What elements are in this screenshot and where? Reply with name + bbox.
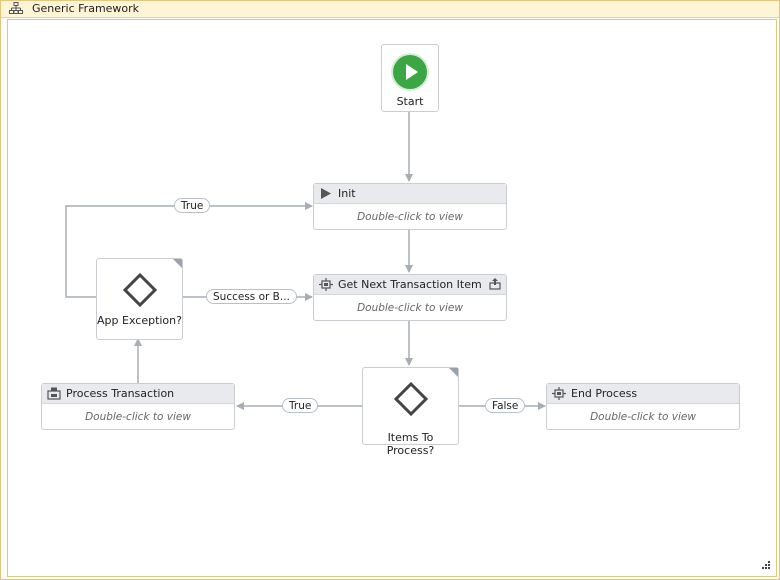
edge-label-success[interactable]: Success or B...	[206, 289, 297, 304]
start-label: Start	[396, 95, 424, 108]
process-transaction-title: Process Transaction	[66, 387, 175, 400]
activity-header: End Process	[547, 384, 739, 404]
resize-grip-icon[interactable]	[760, 561, 770, 571]
corner-marker	[173, 259, 182, 268]
sequence-play-icon	[321, 188, 331, 199]
process-transaction-activity[interactable]: Process Transaction Double-click to view	[41, 383, 235, 430]
end-process-activity[interactable]: End Process Double-click to view	[546, 383, 740, 430]
activity-header: Process Transaction	[42, 384, 234, 404]
init-title: Init	[338, 187, 356, 200]
decision-diamond-icon	[123, 273, 157, 307]
get-next-body: Double-click to view	[357, 302, 463, 314]
get-next-title: Get Next Transaction Item	[338, 278, 482, 291]
corner-marker	[449, 368, 458, 377]
window-title: Generic Framework	[32, 2, 140, 15]
edge-label-true-items[interactable]: True	[282, 398, 319, 413]
activity-header: Init	[314, 184, 506, 204]
state-icon	[552, 387, 566, 400]
items-to-process-label: Items To Process?	[386, 431, 435, 457]
edge-label-false-items[interactable]: False	[485, 398, 526, 413]
activity-header: Get Next Transaction Item	[314, 275, 506, 295]
init-body: Double-click to view	[357, 211, 463, 223]
end-process-body: Double-click to view	[590, 411, 696, 423]
title-bar: Generic Framework	[1, 1, 779, 18]
state-icon	[319, 278, 333, 291]
decision-diamond-icon	[394, 382, 428, 416]
end-process-title: End Process	[571, 387, 638, 400]
app-exception-label: App Exception?	[97, 314, 182, 327]
play-icon	[393, 55, 427, 89]
start-node[interactable]: Start	[381, 44, 439, 112]
items-to-process-decision[interactable]: Items To Process?	[362, 367, 459, 457]
process-icon	[47, 387, 61, 400]
process-transaction-body: Double-click to view	[85, 411, 191, 423]
init-activity[interactable]: Init Double-click to view	[313, 183, 507, 230]
flowchart-icon	[9, 2, 23, 14]
app-exception-decision[interactable]: App Exception?	[96, 258, 183, 340]
get-next-transaction-activity[interactable]: Get Next Transaction Item Double-click t…	[313, 274, 507, 321]
edge-label-true-app-exception[interactable]: True	[174, 198, 211, 213]
upload-icon[interactable]	[489, 278, 501, 290]
